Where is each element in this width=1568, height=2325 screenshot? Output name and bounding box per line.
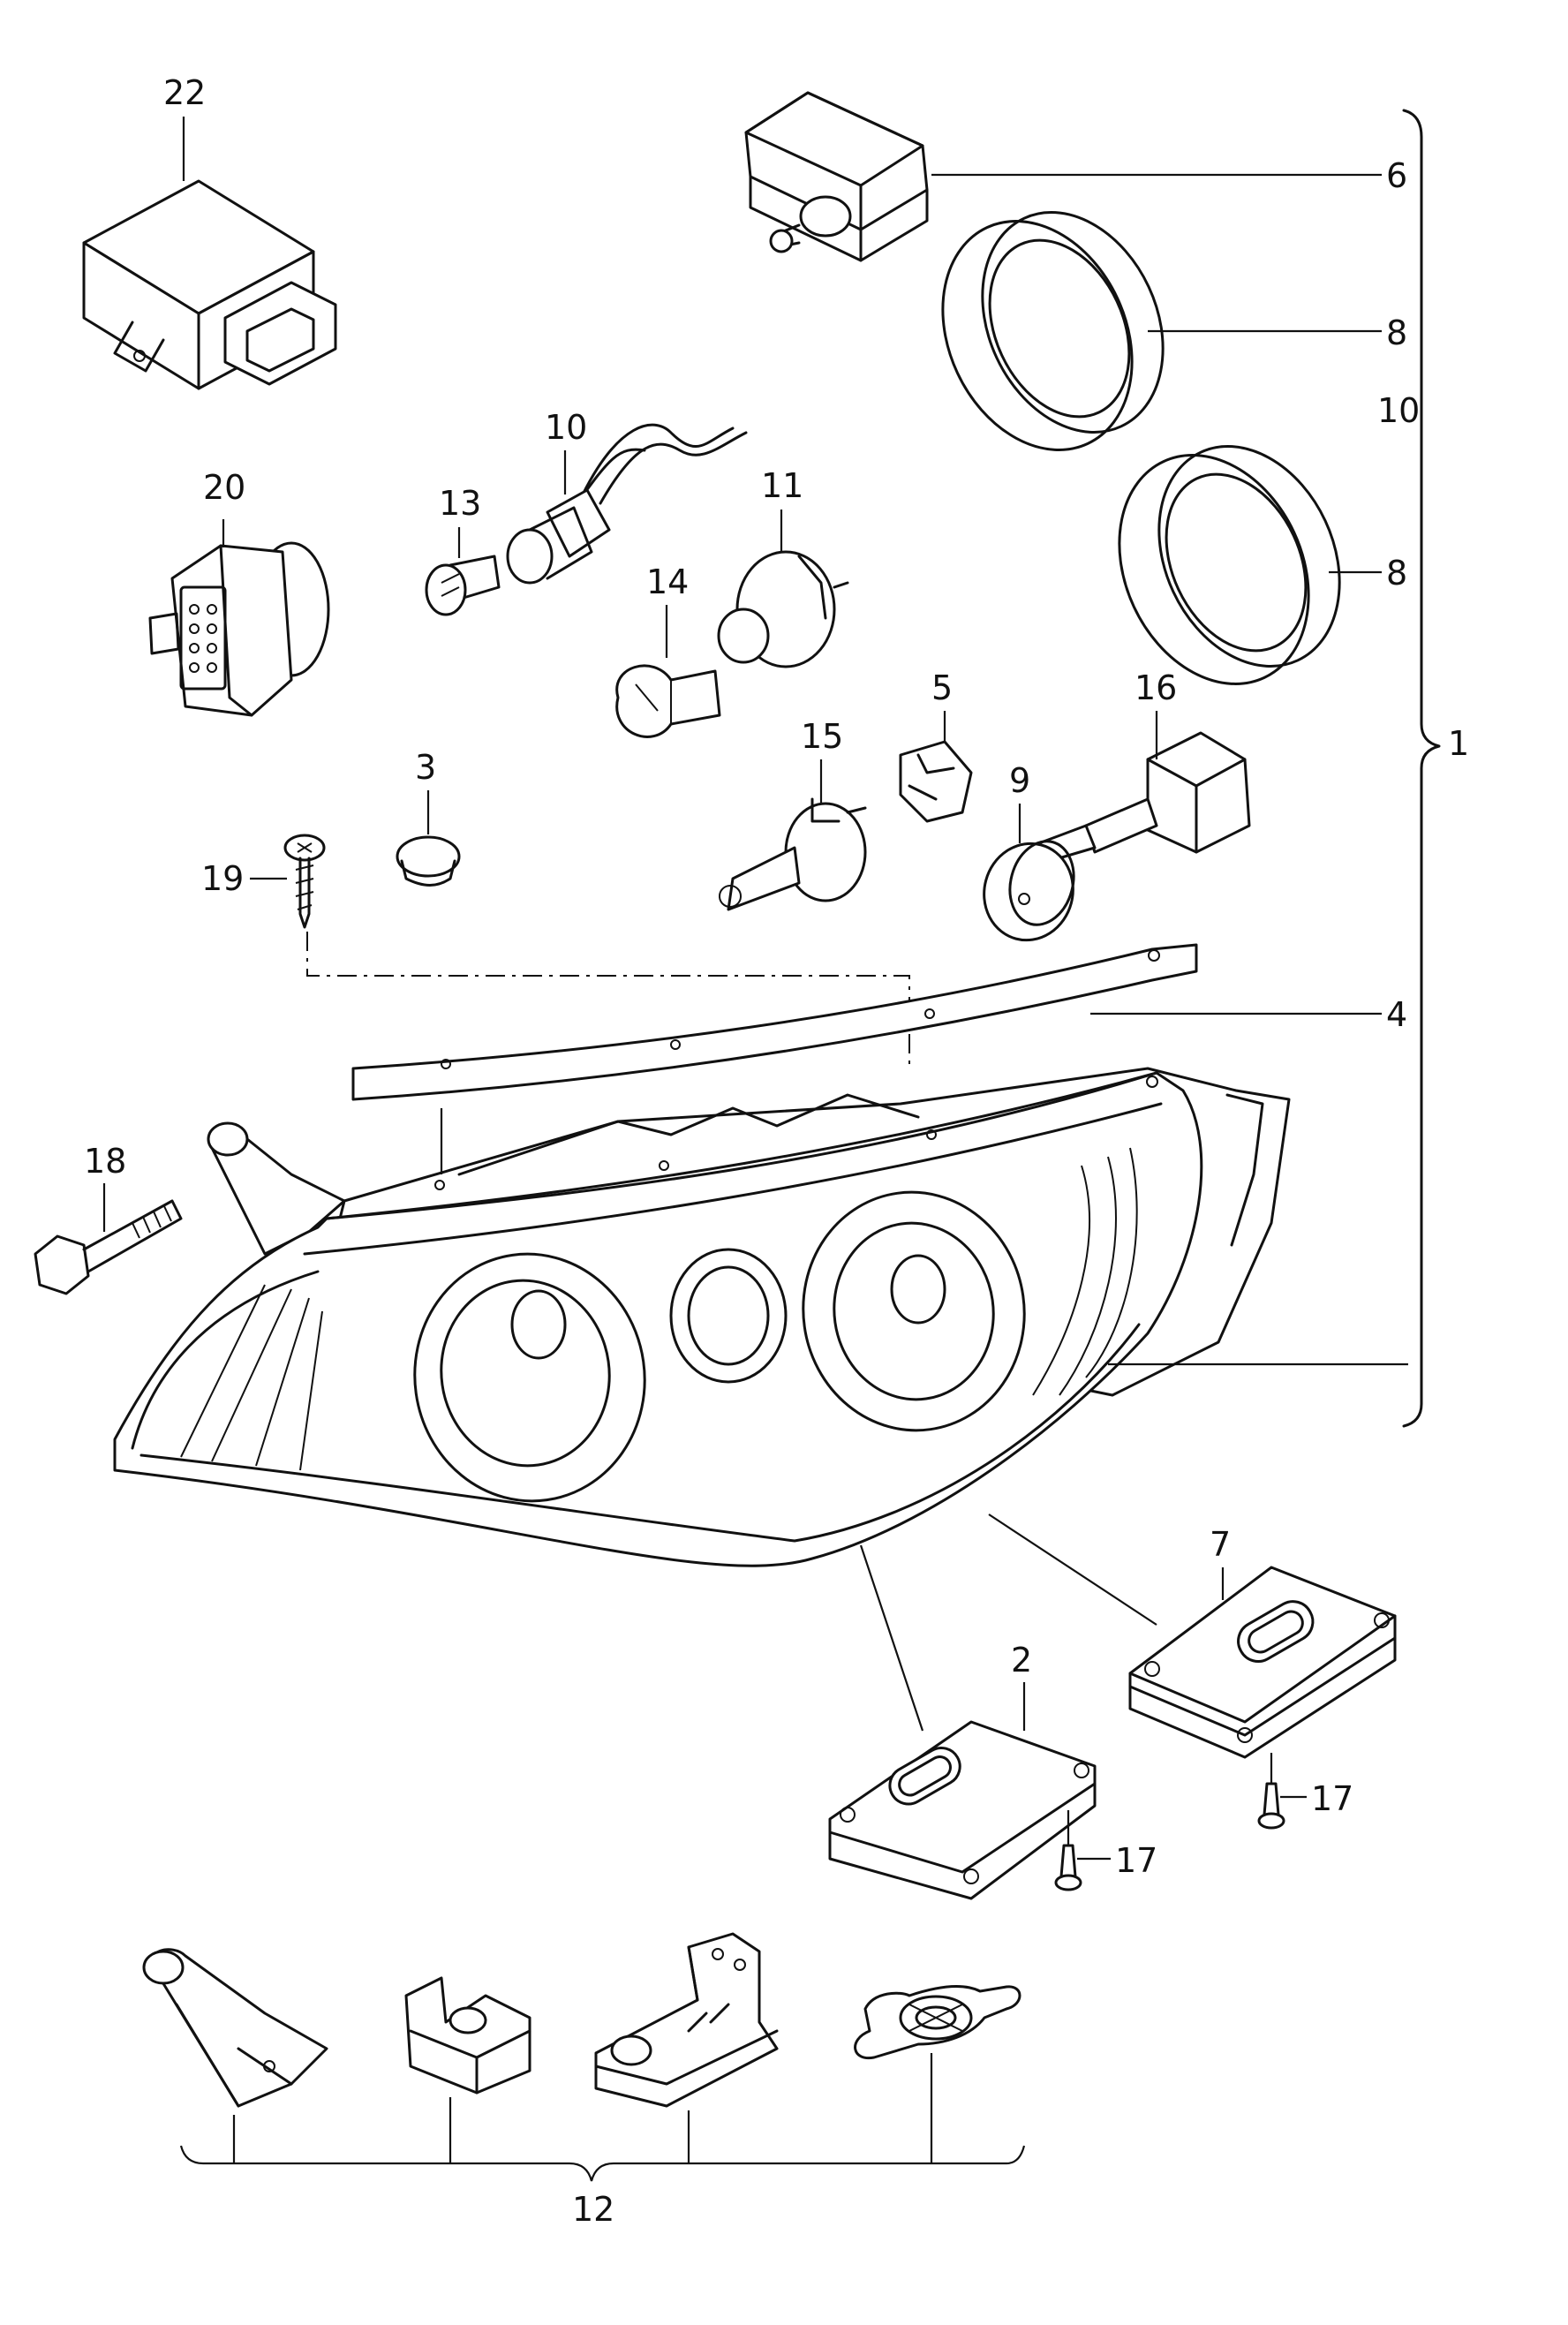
part-17-screw-right[interactable] [1257,1753,1285,1830]
callout-19: 19 [201,859,244,898]
part-19-self-tapping-screw[interactable] [283,834,326,929]
callout-3: 3 [415,748,436,787]
part-20-connector[interactable] [148,541,330,717]
part-12-repair-bracket-d[interactable] [854,1985,1021,2060]
callout-10-right: 10 [1377,391,1420,430]
part-8-seal-ring-upper[interactable] [907,183,1197,481]
part-14-indicator-bulb[interactable] [615,664,721,738]
callout-15: 15 [801,717,843,756]
callout-17-right: 17 [1311,1779,1353,1818]
part-8-seal-ring-lower[interactable] [1083,417,1374,715]
part-18-bolt[interactable] [34,1199,183,1295]
callout-8-lower: 8 [1386,554,1407,593]
leader-housing-to-2 [859,1544,924,1732]
part-12-repair-bracket-a[interactable] [142,1948,328,2108]
callout-12: 12 [572,2190,614,2229]
callout-22: 22 [163,73,206,112]
bracket-12-leaders [179,2053,1026,2182]
bracket-assembly-1 [1402,109,1441,1428]
callout-18: 18 [84,1142,126,1181]
callout-5: 5 [931,668,953,707]
callout-14: 14 [646,562,689,601]
callout-10: 10 [545,408,587,447]
part-13-wedge-bulb[interactable] [425,555,501,616]
callout-8-upper: 8 [1386,313,1407,352]
part-4-trim-strip[interactable] [351,943,1198,1101]
callout-13: 13 [439,484,481,523]
callout-4: 4 [1386,995,1407,1034]
part-15-halogen-bulb[interactable] [719,797,867,911]
part-17-screw-left[interactable] [1054,1810,1082,1891]
part-7-ballast-unit[interactable] [1128,1566,1397,1759]
callout-7: 7 [1210,1525,1231,1564]
callout-1: 1 [1448,724,1469,763]
callout-6: 6 [1386,156,1407,195]
callout-16: 16 [1135,668,1177,707]
part-10-bulb-socket-wiring[interactable] [506,423,748,585]
part-9-retaining-ring[interactable] [973,834,1083,950]
callout-20: 20 [203,468,245,507]
part-22-control-module[interactable] [82,179,337,390]
part-1-headlight-assembly[interactable] [113,1067,1291,1567]
part-11-halogen-bulb[interactable] [717,550,849,668]
part-5-bulb-holder-clip[interactable] [899,740,973,823]
assembly-dashdot-line [306,932,910,1068]
callout-17-left: 17 [1115,1841,1157,1880]
callout-11: 11 [761,466,803,505]
part-3-cap[interactable] [396,835,461,887]
part-12-repair-bracket-b[interactable] [404,1976,531,2095]
part-12-repair-bracket-c[interactable] [594,1932,779,2108]
callout-9: 9 [1009,761,1030,800]
part-2-ballast-unit[interactable] [828,1720,1097,1900]
callout-2: 2 [1011,1641,1032,1680]
leader-housing-to-7 [988,1514,1157,1626]
part-6-adjuster-motor[interactable] [744,91,929,262]
